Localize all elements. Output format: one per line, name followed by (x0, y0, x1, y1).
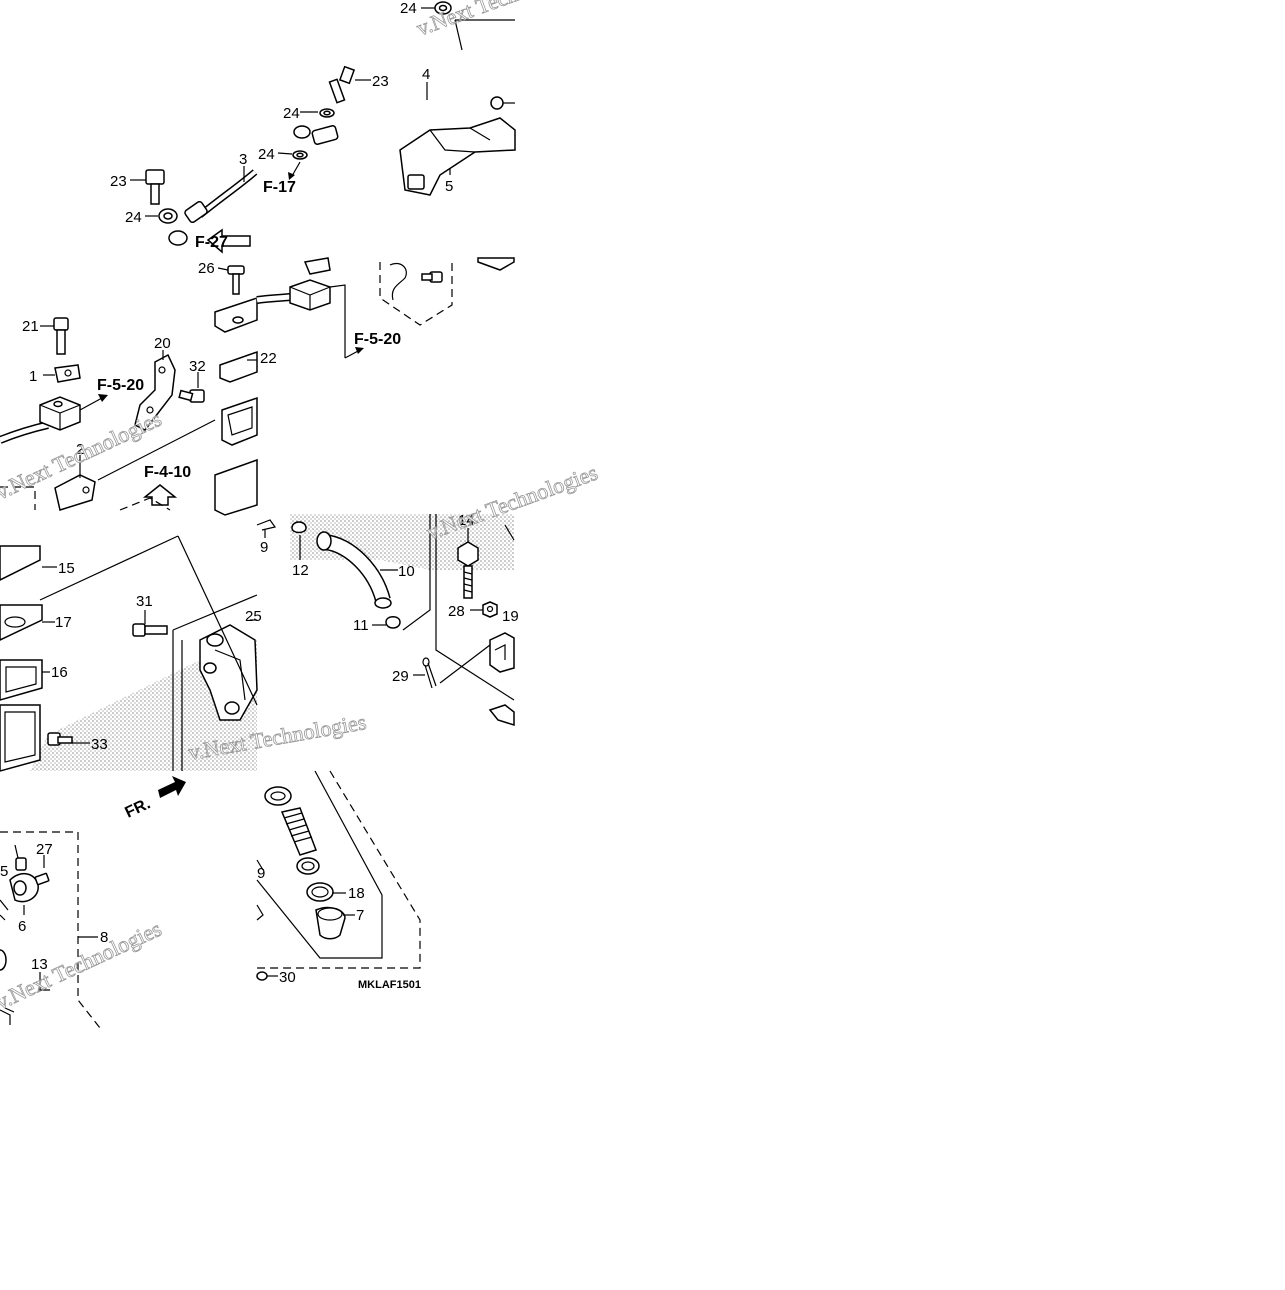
bolt-31 (132, 623, 168, 637)
callout-23a: 23 (372, 73, 389, 90)
callout-9: 9 (260, 539, 268, 556)
callout-22: 22 (260, 350, 277, 367)
callout-15: 15 (58, 560, 75, 577)
clip-11 (385, 616, 401, 629)
bolt-23-lower (145, 169, 165, 205)
piston-assembly (264, 786, 346, 940)
master-cylinder (199, 624, 258, 721)
tile-master-cylinder-body: 15 17 16 31 33 25 9 12 10 11 14 28 19 29… (0, 459, 601, 772)
callout-11: 11 (353, 617, 369, 634)
bolt-21 (53, 317, 69, 355)
callout-12: 12 (292, 562, 309, 579)
callout-32: 32 (189, 358, 206, 375)
callout-6: 6 (18, 918, 26, 935)
callout-10: 10 (398, 563, 415, 580)
bolt-32 (178, 389, 205, 403)
callout-14: 14 (458, 512, 475, 529)
tile-master-cylinder-mount: 21 1 2 20 32 26 22 F-5-20 F-4-10 F-5-20 … (0, 257, 515, 516)
cup-7 (315, 906, 346, 940)
callout-9b: 9 (257, 865, 265, 882)
callout-3: 3 (239, 151, 247, 168)
callout-31: 31 (136, 593, 153, 610)
tile-master-cylinder-internals: FR. (0, 770, 421, 1029)
callout-17: 17 (55, 614, 72, 631)
callout-24d: 24 (125, 209, 142, 226)
callout-24b: 24 (283, 105, 300, 122)
ref-f17: F-17 (263, 179, 296, 196)
clip-12 (291, 521, 307, 534)
bolt-26 (227, 265, 245, 295)
callout-5b: 5 (0, 863, 8, 880)
callout-2: 2 (76, 441, 84, 458)
reservoir-body (0, 704, 41, 772)
bolt-14 (457, 541, 479, 599)
callout-1: 1 (29, 368, 37, 385)
callout-18: 18 (348, 885, 365, 902)
ref-f27: F-27 (195, 234, 228, 251)
callout-23b: 23 (110, 173, 127, 190)
plate-17 (0, 604, 43, 641)
callout-30: 30 (279, 969, 296, 986)
callout-7: 7 (356, 907, 364, 924)
tile-brake-hose-upper: 24 23 4 24 24 3 F-17 23 24 F-27 5 v.Next… (110, 0, 591, 254)
bracket-20 (134, 353, 176, 431)
screw-27 (34, 872, 50, 886)
callout-19: 19 (502, 608, 519, 625)
cover-15 (0, 545, 41, 581)
callout-21: 21 (22, 318, 39, 335)
plate-1 (54, 364, 81, 383)
callout-33: 33 (91, 736, 108, 753)
stipple-left (30, 640, 257, 771)
callout-24a: 24 (400, 0, 417, 17)
bracket-5 (399, 117, 516, 196)
diaphragm-16 (0, 659, 43, 701)
nut-28 (482, 601, 498, 618)
callout-26: 26 (198, 260, 215, 277)
callout-5: 5 (445, 178, 453, 195)
front-label: FR. (123, 795, 154, 821)
ref-f520a: F-5-20 (97, 377, 144, 394)
callout-29: 29 (392, 668, 409, 685)
part-19 (489, 632, 515, 673)
callout-8: 8 (100, 929, 108, 946)
plate-2 (54, 474, 96, 511)
callout-4: 4 (422, 66, 430, 83)
callout-25: 25 (245, 608, 262, 625)
diagram-code: MKLAF1501 (358, 979, 421, 991)
ref-f410: F-4-10 (144, 464, 191, 481)
ref-f520b: F-5-20 (354, 331, 401, 348)
callout-27: 27 (36, 841, 53, 858)
callout-20: 20 (154, 335, 171, 352)
callout-16: 16 (51, 664, 68, 681)
front-arrow: FR. (123, 776, 186, 822)
callout-13: 13 (31, 956, 48, 973)
joint-block (39, 396, 81, 431)
bolt-33 (47, 732, 73, 746)
callout-24c: 24 (258, 146, 275, 163)
ring-18 (306, 882, 334, 902)
callout-28: 28 (448, 603, 465, 620)
reservoir-cover-22 (214, 296, 258, 516)
bolt-23-upper (328, 65, 356, 104)
